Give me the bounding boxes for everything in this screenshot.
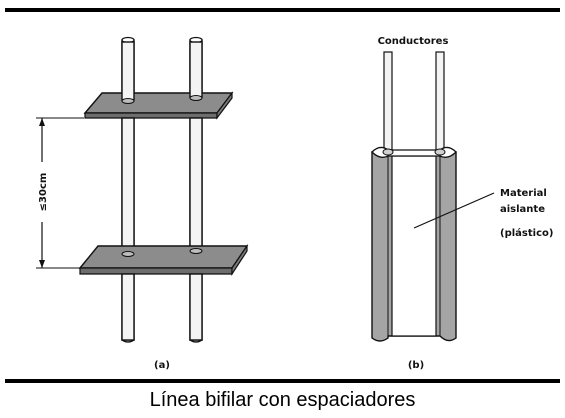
panel-a-figure: ≤30cm (a) bbox=[33, 36, 249, 371]
spacer-plate-upper bbox=[83, 91, 234, 120]
material-label-line2: aislante bbox=[500, 204, 545, 215]
top-rule bbox=[5, 8, 560, 12]
spacing-label: ≤30cm bbox=[38, 173, 49, 212]
spacer-plate-lower bbox=[78, 244, 249, 277]
figure-caption: Línea bifilar con espaciadores bbox=[149, 389, 416, 411]
panel-a-label: (a) bbox=[154, 360, 170, 371]
insulator-body bbox=[371, 146, 457, 342]
material-label-line3: (plástico) bbox=[500, 227, 553, 239]
conductor-wires bbox=[383, 51, 445, 153]
conductores-label: Conductores bbox=[378, 36, 449, 47]
bottom-rule bbox=[5, 379, 560, 383]
panel-b-figure: Conductores Material aislante (plástico)… bbox=[371, 36, 553, 371]
material-leader bbox=[413, 192, 495, 229]
material-label-line1: Material bbox=[500, 188, 547, 199]
spacing-dimension bbox=[33, 117, 84, 269]
panel-b-label: (b) bbox=[408, 360, 424, 371]
